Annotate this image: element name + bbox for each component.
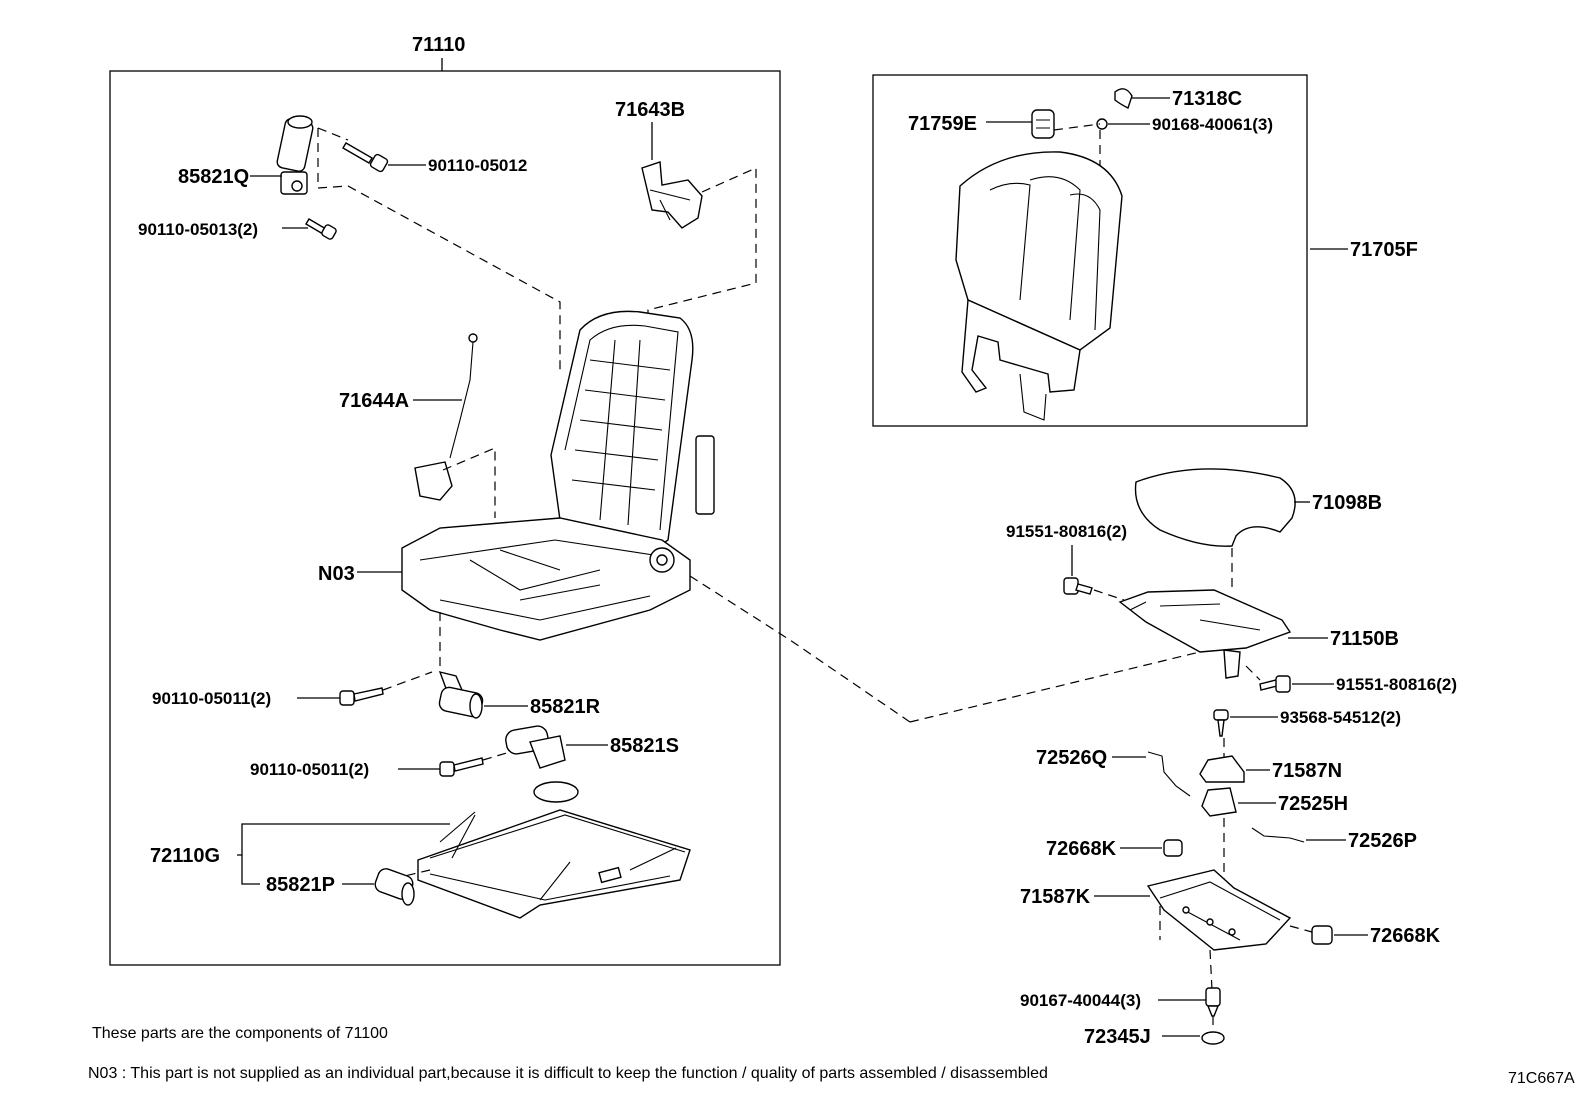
label-90110-05011-a[interactable]: 90110-05011(2) — [152, 689, 271, 708]
label-91551-80816-b[interactable]: 91551-80816(2) — [1336, 675, 1457, 694]
label-85821S[interactable]: 85821S — [610, 735, 679, 757]
label-90110-05012[interactable]: 90110-05012 — [428, 156, 527, 175]
motor-85821R-icon — [438, 671, 484, 719]
assembly-box — [109, 70, 781, 966]
label-90168-40061[interactable]: 90168-40061(3) — [1152, 115, 1273, 134]
screw-90167-40044-icon — [1205, 987, 1221, 1017]
cushion-box — [872, 74, 1308, 427]
bolt-90110-05012-icon — [342, 142, 389, 173]
label-72110G[interactable]: 72110G — [150, 845, 220, 867]
bolt-90110-05011-a-icon — [339, 687, 384, 706]
illustration-code: 71C667A — [1508, 1070, 1575, 1087]
motor-85821S-icon — [505, 725, 566, 769]
grommet-72345J-icon — [1201, 1031, 1225, 1045]
label-91551-80816-a[interactable]: 91551-80816(2) — [1006, 522, 1127, 541]
cover-71098B-icon — [1134, 468, 1296, 547]
components-note: These parts are the components of 71100 — [92, 1025, 388, 1042]
label-72526Q[interactable]: 72526Q — [1036, 747, 1107, 769]
cap-72668K-a-icon — [1163, 839, 1183, 857]
label-72345J[interactable]: 72345J — [1084, 1026, 1151, 1048]
label-71705F[interactable]: 71705F — [1350, 239, 1418, 261]
screw-90168-40061-icon — [1096, 118, 1108, 130]
label-90167-40044[interactable]: 90167-40044(3) — [1020, 991, 1141, 1010]
wire-72526Q-icon — [1147, 751, 1191, 797]
label-90110-05013[interactable]: 90110-05013(2) — [138, 220, 258, 239]
clip-71759E-icon — [1031, 109, 1055, 139]
label-N03[interactable]: N03 — [318, 563, 355, 585]
label-90110-05011-b[interactable]: 90110-05011(2) — [250, 760, 369, 779]
label-71759E[interactable]: 71759E — [908, 113, 977, 135]
motor-85821P-icon — [374, 868, 415, 906]
seat-frame-N03-icon — [401, 310, 715, 641]
label-71098B[interactable]: 71098B — [1312, 492, 1382, 514]
label-72668K-a[interactable]: 72668K — [1046, 838, 1117, 860]
label-85821R[interactable]: 85821R — [530, 696, 601, 718]
motor-85821Q-icon — [276, 115, 314, 195]
cushion-pad-71705F-icon — [955, 151, 1123, 421]
bolt-90110-05011-b-icon — [439, 757, 484, 777]
label-71110[interactable]: 71110 — [412, 34, 465, 56]
bracket-71643B-icon — [641, 161, 703, 229]
hook-71318C-icon — [1114, 88, 1133, 109]
bolt-91551-80816-b-icon — [1259, 675, 1291, 693]
cap-72668K-b-icon — [1311, 925, 1333, 945]
seat-track-72110G-icon — [417, 781, 691, 919]
label-72525H[interactable]: 72525H — [1278, 793, 1348, 815]
cover-71587N-icon — [1199, 755, 1245, 783]
plate-71150B-icon — [1118, 589, 1292, 679]
screw-93568-54512-icon — [1213, 709, 1229, 737]
wire-71644A-icon — [414, 333, 478, 501]
bolt-91551-80816-a-icon — [1063, 577, 1093, 595]
bolt-90110-05013-icon — [305, 218, 337, 240]
label-71318C[interactable]: 71318C — [1172, 88, 1242, 110]
label-72526P[interactable]: 72526P — [1348, 830, 1417, 852]
label-71150B[interactable]: 71150B — [1330, 628, 1399, 650]
n03-note: N03 : This part is not supplied as an in… — [88, 1065, 1048, 1082]
housing-72525H-icon — [1201, 787, 1237, 817]
label-71587N[interactable]: 71587N — [1272, 760, 1342, 782]
label-71643B[interactable]: 71643B — [615, 99, 685, 121]
tray-71587K-icon — [1146, 869, 1292, 951]
label-85821P[interactable]: 85821P — [266, 874, 335, 896]
label-93568-54512[interactable]: 93568-54512(2) — [1280, 708, 1401, 727]
label-85821Q[interactable]: 85821Q — [178, 166, 249, 188]
label-71587K[interactable]: 71587K — [1020, 886, 1091, 908]
label-71644A[interactable]: 71644A — [339, 390, 409, 412]
wire-72526P-icon — [1251, 827, 1305, 843]
label-72668K-b[interactable]: 72668K — [1370, 925, 1441, 947]
